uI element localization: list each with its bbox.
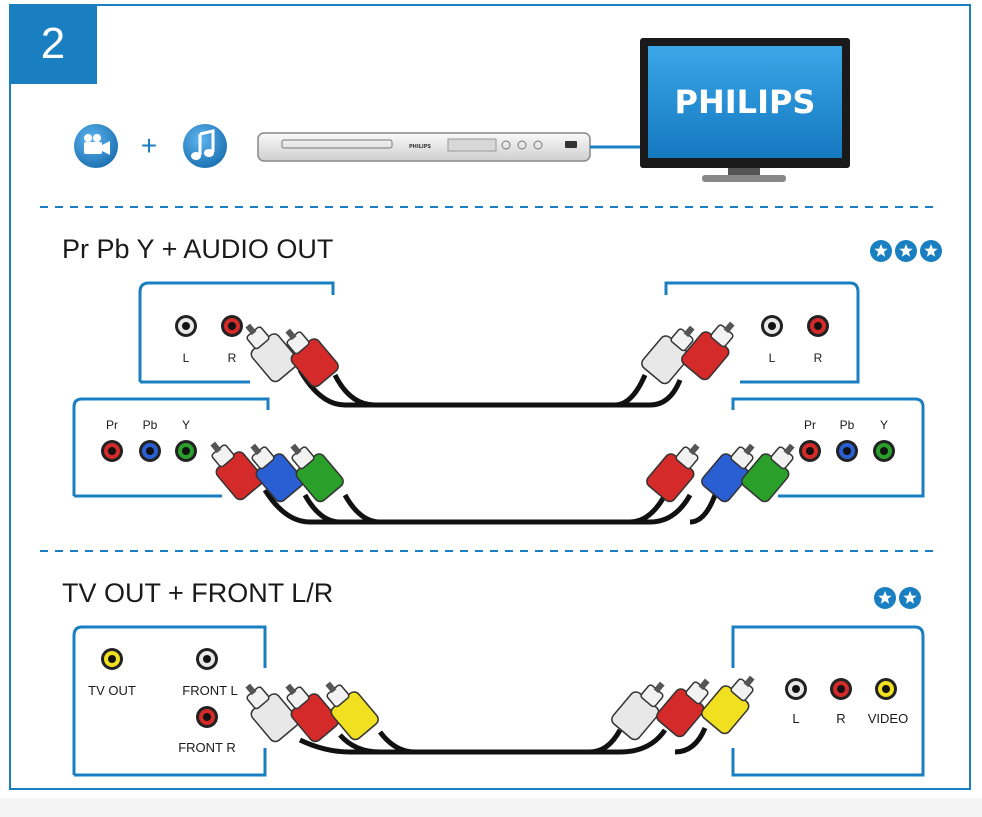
rca-jack [799, 440, 821, 462]
player-video-panel [72, 397, 270, 496]
player-tvout-panel [72, 625, 267, 775]
star-icon [874, 587, 896, 609]
tv-video-panel [731, 397, 925, 498]
jack-label: Pb [143, 418, 158, 432]
rca-jack [807, 315, 829, 337]
rca-jack [175, 315, 197, 337]
rca-jack [101, 648, 123, 670]
jack-label: Pb [840, 418, 855, 432]
video-camera-icon [74, 124, 118, 168]
rca-jack [785, 678, 807, 700]
plug-group [210, 321, 795, 743]
rca-jack [175, 440, 197, 462]
jack-label: L [769, 351, 776, 365]
jack-label: R [228, 351, 237, 365]
television [640, 38, 850, 182]
rca-jack [836, 440, 858, 462]
jack-group [101, 315, 897, 728]
jack-label: R [836, 711, 845, 726]
section-title: TV OUT + FRONT L/R [62, 578, 333, 608]
rca-plug [245, 323, 299, 383]
cable-wires [262, 368, 718, 755]
rca-plug [290, 443, 344, 503]
star-icon [895, 240, 917, 262]
rca-plug [701, 443, 755, 503]
rating-stars [874, 587, 921, 609]
rca-jack [196, 648, 218, 670]
step-number-badge: 2 [9, 4, 97, 84]
rca-jack [139, 440, 161, 462]
rca-plug [656, 678, 710, 738]
jack-label: R [814, 351, 823, 365]
jack-label: Pr [804, 418, 816, 432]
jack-label: FRONT L [182, 683, 237, 698]
rca-plug [611, 681, 665, 741]
music-note-icon [183, 124, 227, 168]
rca-jack [761, 315, 783, 337]
player-audio-panel [138, 281, 335, 382]
footer-strip [0, 798, 982, 817]
rca-plug [646, 443, 700, 503]
rca-plug [285, 683, 339, 743]
rca-plug [741, 443, 795, 503]
jack-label: Pr [106, 418, 118, 432]
rca-plug [325, 681, 379, 741]
rca-jack [875, 678, 897, 700]
jack-label: Y [182, 418, 190, 432]
tv-audio-panel [664, 281, 860, 384]
rca-jack [830, 678, 852, 700]
rca-jack [101, 440, 123, 462]
rca-plug [210, 441, 264, 501]
rca-plug [641, 325, 695, 385]
diagram-frame [9, 4, 971, 790]
rca-jack [221, 315, 243, 337]
rca-plug [681, 321, 735, 381]
rca-jack [873, 440, 895, 462]
jack-label: Y [880, 418, 888, 432]
section-title: Pr Pb Y + AUDIO OUT [62, 234, 333, 264]
rca-jack [196, 706, 218, 728]
plus-sign: + [141, 130, 157, 161]
jack-label: L [183, 351, 190, 365]
rca-plug [285, 328, 339, 388]
tv-brand-label: PHILIPS [675, 83, 816, 121]
rating-stars [870, 240, 942, 262]
jack-label: FRONT R [178, 740, 236, 755]
star-icon [920, 240, 942, 262]
jack-label: TV OUT [88, 683, 136, 698]
rca-plug [245, 683, 299, 743]
star-icon [870, 240, 892, 262]
jack-label: VIDEO [868, 711, 908, 726]
rca-plug [701, 675, 755, 735]
star-icon [899, 587, 921, 609]
tv-av-panel [731, 625, 925, 777]
rca-plug [250, 443, 304, 503]
player-brand-label: PHILIPS [409, 144, 431, 150]
jack-label: L [792, 711, 799, 726]
